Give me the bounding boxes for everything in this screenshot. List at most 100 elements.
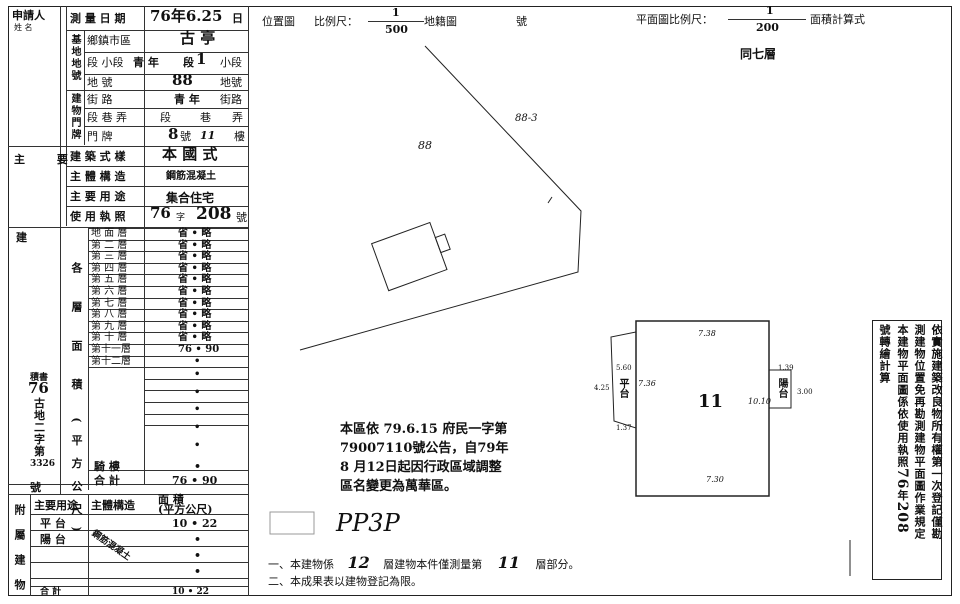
location-map-label: 地籍圖 <box>424 15 457 28</box>
lot-88-3-label: 88-3 <box>515 113 538 124</box>
street-unit: 街路 <box>220 93 242 106</box>
main-group-label: 主 要 <box>14 153 82 166</box>
floor-row-line <box>88 309 248 310</box>
table-vline <box>248 6 249 596</box>
floor-area-value: • <box>194 440 201 451</box>
annex-row-value-1: • <box>194 533 202 546</box>
township-value: 古 亭 <box>180 29 216 47</box>
floor-name: 地 面 層 <box>91 228 128 239</box>
township-label: 鄉鎮市區 <box>87 34 131 47</box>
applicant-sub: 姓 名 <box>14 23 33 32</box>
floor-row-line <box>88 286 248 287</box>
stamp-year: 76 <box>28 379 49 397</box>
table-vline <box>144 6 145 484</box>
right-balcony-outline <box>768 369 792 409</box>
permit-year: 76 <box>150 204 171 222</box>
floor-row-line <box>88 332 248 333</box>
location-label: 位置圖 <box>262 15 295 28</box>
lot-label: 地 號 <box>87 76 113 89</box>
floor-name: 第 二 層 <box>91 240 128 251</box>
section-value-a: 青 年 <box>133 56 159 69</box>
side-note-text: 依實施建築改良物所有權第一次登記僅勘測建物位置免再勘測建物平面圖作業規定本建物平… <box>876 324 945 544</box>
stamp-text-1: 古 <box>34 397 45 410</box>
annex-use-label: 主要用途 <box>34 499 78 512</box>
structure-value: 鋼筋混凝土 <box>166 171 216 182</box>
left-dim: 7.36 <box>638 379 656 388</box>
side-note-year-unit: 年 <box>896 489 909 502</box>
floor-area-value: • <box>194 404 201 415</box>
annex-dot: • <box>194 549 202 562</box>
floor-name: 第 八 層 <box>91 309 128 320</box>
side-note-tail: 號轉繪計算 <box>878 324 891 384</box>
floor-row-line <box>88 321 248 322</box>
floor-area-value: 省 • 略 <box>178 228 212 239</box>
annex-label: 附屬建物 <box>13 504 26 604</box>
floor-unit: 樓 <box>234 130 245 143</box>
gallery-value: • <box>194 460 202 473</box>
floor-name: 第 三 層 <box>91 251 128 262</box>
annex-total-value: 10 • 22 <box>172 587 210 597</box>
gallery-label: 騎 樓 <box>94 460 120 473</box>
floor-name: 第十二層 <box>91 356 131 367</box>
floor-name: 第 五 層 <box>91 274 128 285</box>
stamp-text-3: 二 <box>34 421 45 434</box>
door-number: 8 <box>168 125 179 143</box>
floor-area-value: 省 • 略 <box>178 321 212 332</box>
floor-area-value: • <box>194 387 201 398</box>
floor-area-value: 省 • 略 <box>178 286 212 297</box>
signature: PP3P <box>336 509 400 537</box>
lane-label: 段 巷 弄 <box>87 111 127 124</box>
plan-area-label: 面積計算式 <box>810 13 865 26</box>
floor-area-value: 76 • 90 <box>178 344 220 355</box>
floor-number: 11 <box>200 129 216 142</box>
survey-date-unit: 日 <box>232 12 243 25</box>
stamp-label: 積書 <box>30 373 49 383</box>
footer-note-1-c: 層部分。 <box>535 558 580 571</box>
footer-note-1: 一、本建物係 12 層建物本件僅測量第 11 層部分。 <box>268 553 580 572</box>
floor-area-value: 省 • 略 <box>178 309 212 320</box>
table-vline <box>66 6 67 226</box>
stamp-text-4: 字 <box>34 433 45 446</box>
side-note-number: 208 <box>894 501 910 534</box>
door-group-label: 建物門牌 <box>69 93 80 141</box>
annex-structure-label: 主體構造 <box>91 499 135 512</box>
table-vline <box>88 227 89 490</box>
floor-row-line <box>88 274 248 275</box>
floor-area-value: • <box>194 422 201 433</box>
floor-area-value: 省 • 略 <box>178 274 212 285</box>
section-label: 段 小段 <box>87 56 124 69</box>
lot-unit: 地號 <box>220 76 242 89</box>
footer-note-1-floors: 12 <box>347 553 370 572</box>
stamp-number: 3326 <box>30 459 56 469</box>
plan-scale-bar <box>728 19 806 20</box>
door-label: 門 牌 <box>87 130 113 143</box>
notice-line-2: 79007110號公告，自79年 <box>340 441 509 456</box>
structure-label: 主 體 構 造 <box>70 170 126 183</box>
street-value: 青 年 <box>174 93 200 106</box>
footer-note-1-a: 一、本建物係 <box>268 558 334 571</box>
left-balcony-h: 4.25 <box>594 384 610 392</box>
street-label: 街 路 <box>87 93 113 106</box>
stamp-text-2: 地 <box>34 409 45 422</box>
section-unit: 小段 <box>220 56 242 69</box>
survey-date-label: 測 量 日 期 <box>70 12 126 25</box>
right-balcony-w: 1.39 <box>778 364 794 372</box>
floor-row-line <box>88 344 248 345</box>
floor-name: 第 四 層 <box>91 263 128 274</box>
permit-number: 208 <box>196 204 232 224</box>
location-building <box>370 221 451 292</box>
location-scale-label: 比例尺： <box>314 15 358 28</box>
floor-area-value: • <box>194 356 201 367</box>
style-label: 建 築 式 樣 <box>70 150 126 163</box>
side-note-box <box>872 320 942 580</box>
annex-area-label: 面 積 <box>158 493 184 506</box>
applicant-label: 申請人 <box>12 9 45 22</box>
lot-number: 88 <box>172 71 193 89</box>
left-balcony-b: 1.37 <box>616 424 632 432</box>
floor-row-line <box>88 367 248 368</box>
notice-line-4: 區名變更為萬華區。 <box>340 479 458 494</box>
left-balcony-outline <box>610 331 637 429</box>
floor-area-value: 省 • 略 <box>178 298 212 309</box>
side-note-body: 依實施建築改良物所有權第一次登記僅勘測建物位置免再勘測建物平面圖作業規定本建物平… <box>896 324 943 540</box>
floor-row-line <box>88 228 248 229</box>
